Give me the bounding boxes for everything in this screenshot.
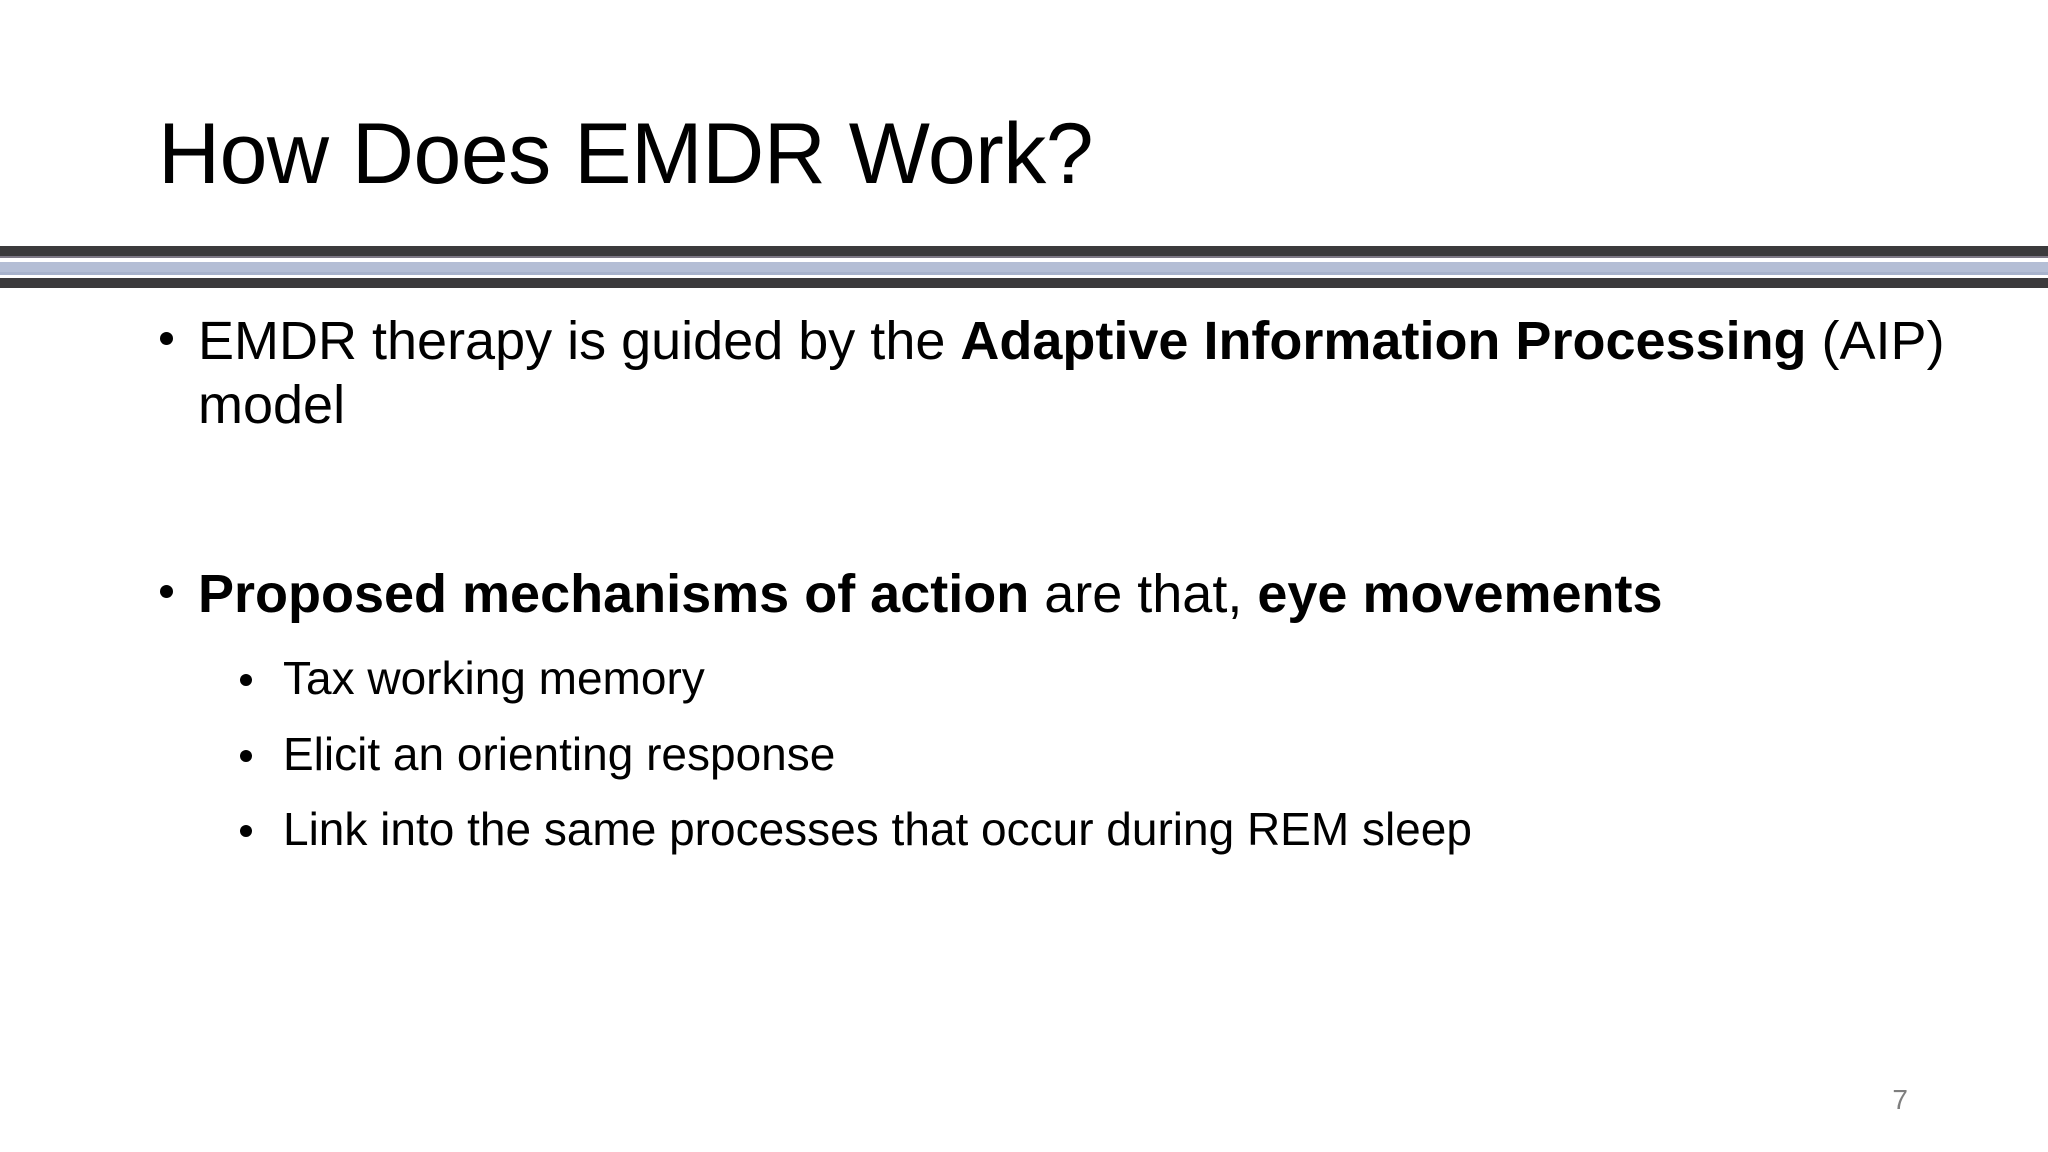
bullet-dot-icon	[160, 585, 173, 599]
bullet-dot-icon	[240, 674, 252, 687]
bullet-dot-icon	[160, 331, 173, 345]
divider-gap-upper	[0, 258, 2048, 262]
divider-bar-accent	[0, 262, 2048, 275]
divider-bar-dark-bottom	[0, 278, 2048, 288]
divider-gap-lower	[0, 275, 2048, 278]
page-number: 7	[1892, 1084, 1908, 1115]
slide-title: How Does EMDR Work?	[158, 106, 1094, 202]
sub-bullet-item: Elicit an orienting response	[152, 717, 1952, 792]
sub-bullet-list: Tax working memory Elicit an orienting r…	[152, 641, 1952, 867]
sub-bullet-item-text: Elicit an orienting response	[283, 727, 836, 780]
bullet-item-1: EMDR therapy is guided by the Adaptive I…	[152, 310, 1952, 437]
bullet-dot-icon	[240, 825, 252, 838]
divider-hairline	[0, 256, 2048, 258]
slide-body: EMDR therapy is guided by the Adaptive I…	[152, 310, 1952, 867]
sub-bullet-item-text: Tax working memory	[283, 652, 705, 705]
bullet-item-1-text: EMDR therapy is guided by the Adaptive I…	[198, 311, 1945, 435]
title-divider	[0, 246, 2048, 288]
bullet-item-2-text: Proposed mechanisms of action are that, …	[198, 564, 1663, 625]
sub-bullet-item: Tax working memory	[152, 641, 1952, 716]
bullet-item-2: Proposed mechanisms of action are that, …	[152, 563, 1952, 627]
bullet-dot-icon	[240, 749, 252, 762]
divider-bar-dark-top	[0, 246, 2048, 256]
divider-bar-accent-shade	[0, 272, 2048, 275]
sub-bullet-item: Link into the same processes that occur …	[152, 792, 1952, 867]
body-spacer	[152, 437, 1952, 563]
sub-bullet-item-text: Link into the same processes that occur …	[283, 803, 1472, 856]
